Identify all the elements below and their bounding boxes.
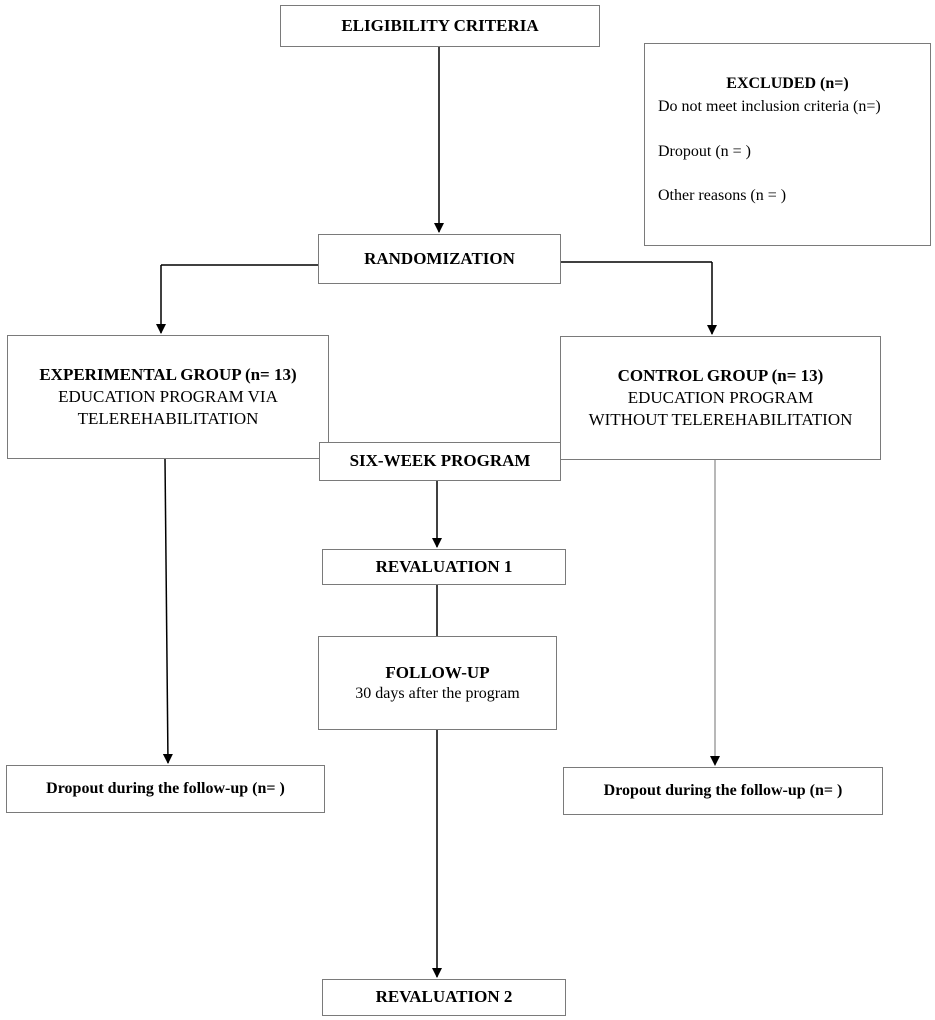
control-group-title: CONTROL GROUP (n= 13)	[617, 365, 824, 385]
six-week-program-label: SIX-WEEK PROGRAM	[349, 451, 531, 471]
eligibility-criteria-box: ELIGIBILITY CRITERIA	[280, 5, 600, 47]
follow-up-subtitle: 30 days after the program	[355, 684, 520, 702]
dropout-right-label: Dropout during the follow-up (n= )	[603, 781, 843, 799]
control-group-box: CONTROL GROUP (n= 13) EDUCATION PROGRAM …	[560, 336, 881, 460]
excluded-title: EXCLUDED (n=)	[726, 75, 849, 92]
eligibility-criteria-label: ELIGIBILITY CRITERIA	[341, 15, 539, 35]
dropout-right-box: Dropout during the follow-up (n= )	[563, 767, 883, 815]
revaluation-1-box: REVALUATION 1	[322, 549, 566, 585]
dropout-left-box: Dropout during the follow-up (n= )	[6, 765, 325, 813]
control-group-line2: WITHOUT TELEREHABILITATION	[588, 410, 853, 430]
revaluation-1-label: REVALUATION 1	[375, 556, 513, 576]
follow-up-box: FOLLOW-UP 30 days after the program	[318, 636, 557, 730]
excluded-reason-inclusion: Do not meet inclusion criteria (n=)	[658, 97, 881, 115]
follow-up-title: FOLLOW-UP	[385, 662, 490, 682]
excluded-reason-other: Other reasons (n = )	[658, 187, 787, 205]
experimental-group-line1: EDUCATION PROGRAM VIA	[58, 386, 278, 406]
revaluation-2-label: REVALUATION 2	[375, 987, 513, 1007]
revaluation-2-box: REVALUATION 2	[322, 979, 566, 1016]
dropout-left-label: Dropout during the follow-up (n= )	[46, 779, 285, 797]
control-group-line1: EDUCATION PROGRAM	[627, 387, 814, 407]
excluded-box: EXCLUDED (n=) Do not meet inclusion crit…	[644, 43, 931, 246]
randomization-label: RANDOMIZATION	[364, 248, 515, 268]
experimental-group-box: EXPERIMENTAL GROUP (n= 13) EDUCATION PRO…	[7, 335, 329, 459]
excluded-reason-dropout: Dropout (n = )	[658, 142, 752, 160]
arrow-experimental-to-dropout	[162, 458, 173, 764]
six-week-program-box: SIX-WEEK PROGRAM	[319, 442, 561, 481]
experimental-group-line2: TELEREHABILITATION	[77, 409, 259, 429]
experimental-group-title: EXPERIMENTAL GROUP (n= 13)	[39, 364, 297, 384]
randomization-box: RANDOMIZATION	[318, 234, 561, 284]
